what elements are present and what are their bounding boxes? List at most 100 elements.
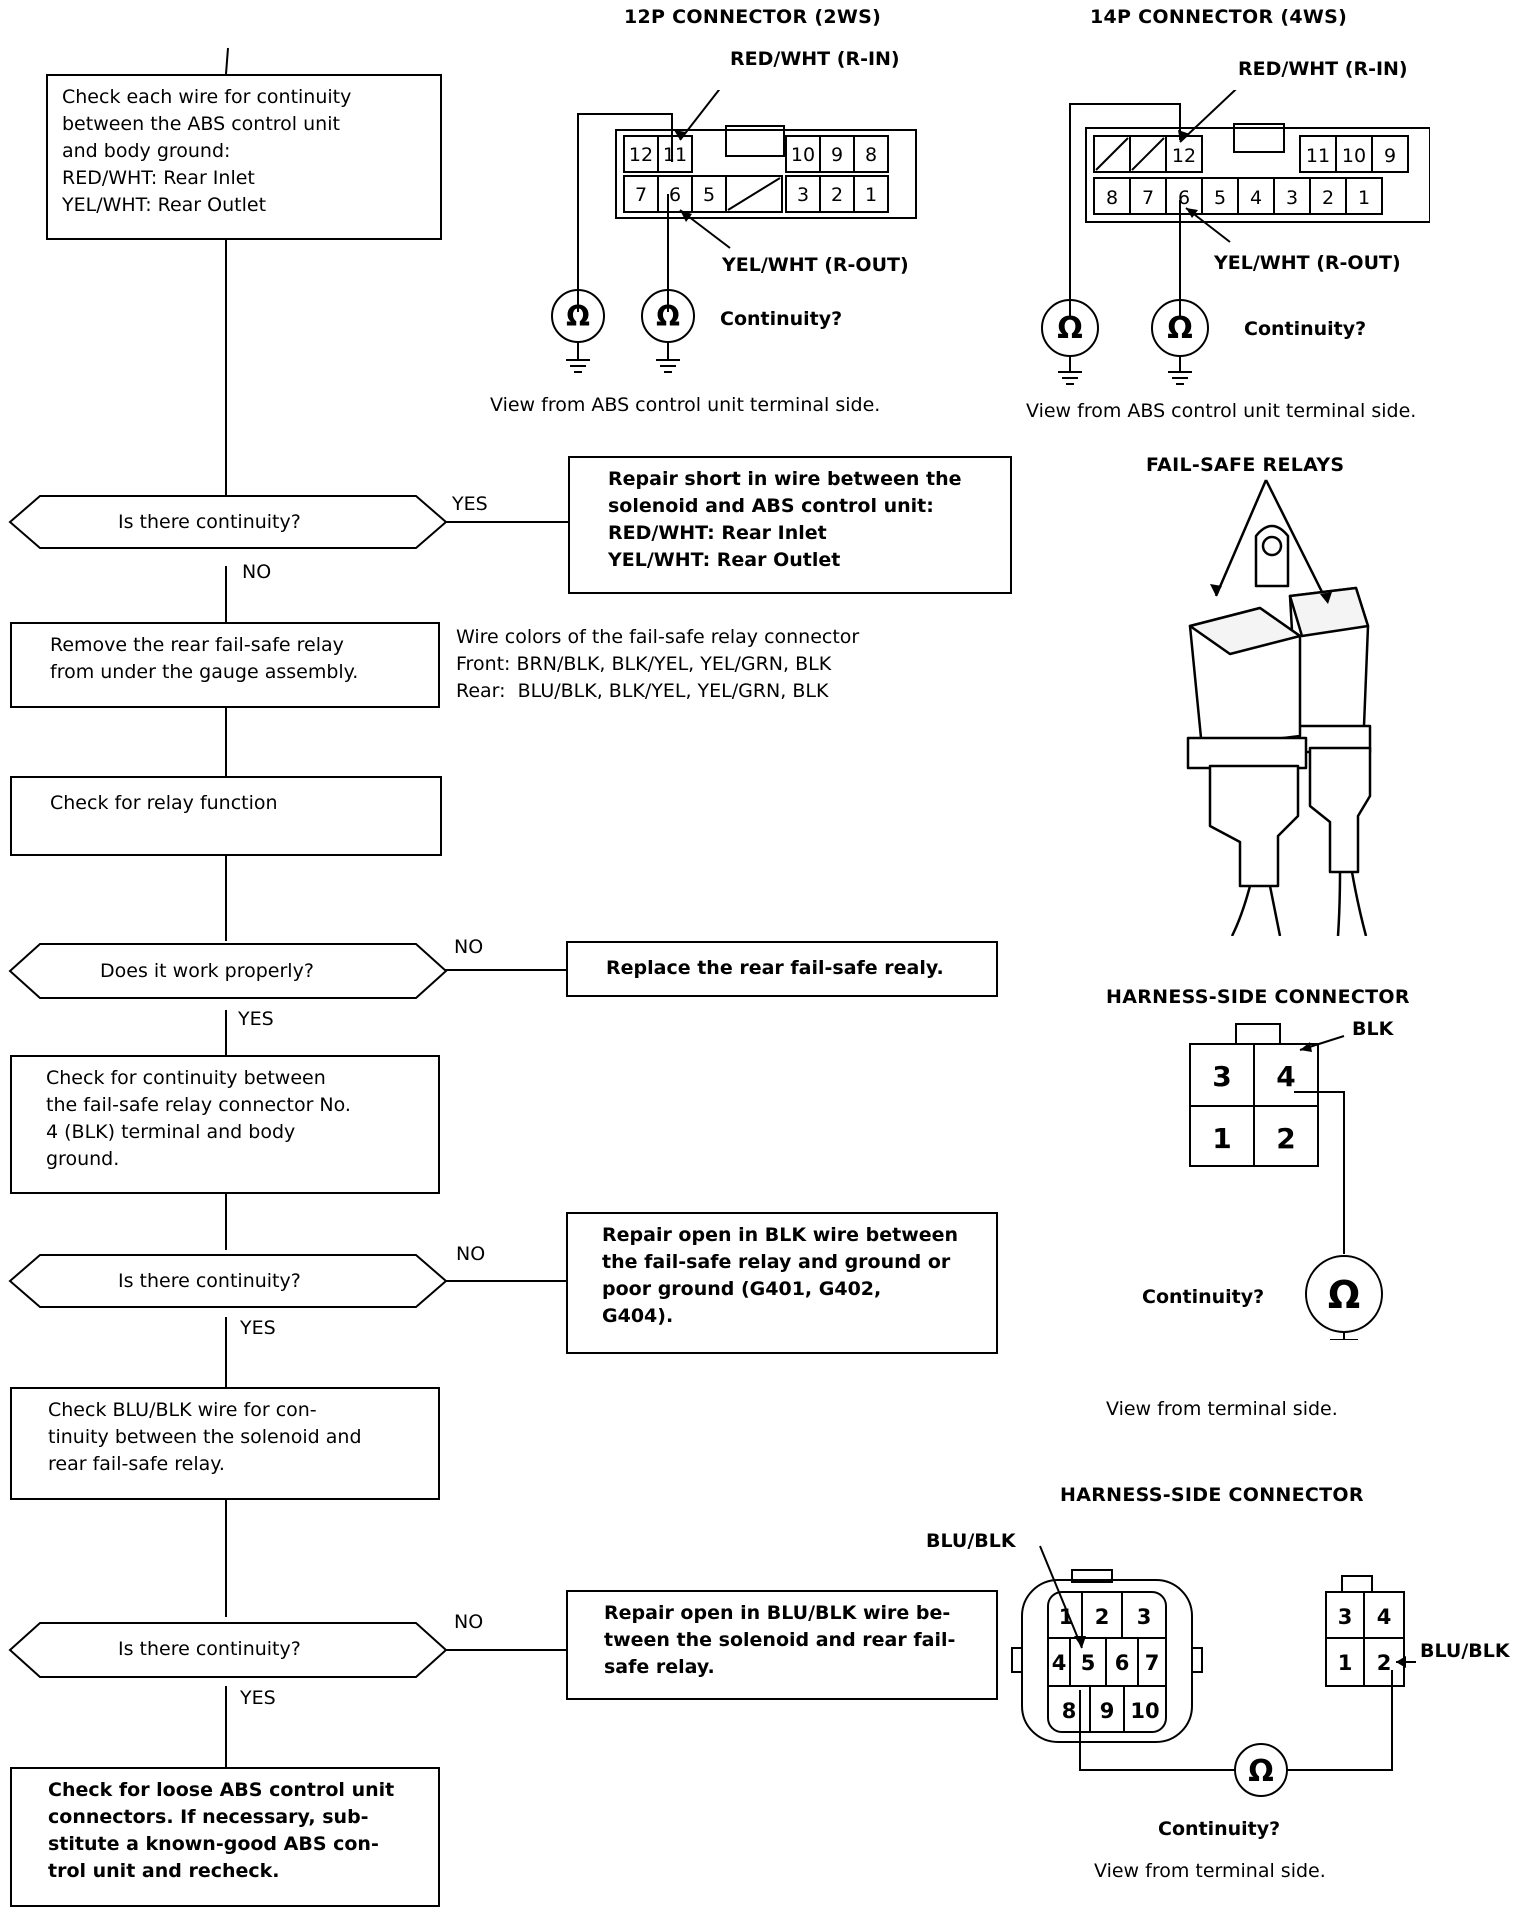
connector-housing (615, 129, 917, 219)
connector-14p-view-note: View from ABS control unit terminal side… (1026, 400, 1417, 422)
pin-label: 2 (1095, 1605, 1110, 1629)
pin-label: 5 (1081, 1651, 1096, 1675)
decision-label: Does it work properly? (100, 960, 314, 982)
step-check-blu-blk: Check BLU/BLK wire for con- tinuity betw… (10, 1387, 440, 1500)
connector-14p-bottom-label: YEL/WHT (R-OUT) (1214, 252, 1401, 274)
connector-latch (1341, 1575, 1373, 1593)
pin-label: 1 (865, 184, 877, 206)
pin-label: 4 (1377, 1605, 1392, 1629)
pin-label: 6 (669, 184, 681, 206)
pin-label: 1 (1338, 1651, 1353, 1675)
decision-label: Is there continuity? (118, 511, 301, 533)
wire-colors-note: Wire colors of the fail-safe relay conne… (456, 626, 860, 702)
repair-text: Repair open in BLK wire between the fail… (602, 1224, 959, 1327)
decision-label: Is there continuity? (118, 1638, 301, 1660)
pin-label: 12 (1172, 145, 1196, 167)
connector-14p-title: 14P CONNECTOR (4WS) (1090, 6, 1348, 28)
ohm-symbol: Ω (1057, 311, 1083, 346)
no-label: NO (454, 936, 484, 958)
step-text: Check for continuity between the fail-sa… (46, 1067, 351, 1170)
pin-label: 3 (1338, 1605, 1353, 1629)
harness1-view-note: View from terminal side. (1106, 1398, 1338, 1420)
ohm-symbol: Ω (1167, 311, 1193, 346)
connector-14p-diagram: 12 11 10 9 8 7 6 5 4 3 2 1 Ω Ω (1041, 90, 1430, 385)
replace-relay-box: Replace the rear fail-safe realy. (566, 941, 998, 997)
harness2-title: HARNESS-SIDE CONNECTOR (1060, 1484, 1364, 1506)
no-label: NO (454, 1611, 484, 1633)
ohm-symbol: Ω (1328, 1273, 1360, 1317)
no-label: NO (456, 1243, 486, 1265)
harness2-diagram: 1 2 3 4 5 6 7 8 9 10 3 4 1 2 Ω (1011, 1545, 1416, 1797)
pin-label: 4 (1250, 187, 1262, 209)
step-check-relay-function: Check for relay function (10, 776, 442, 856)
pin-label: 7 (1142, 187, 1154, 209)
decision-hexagon-3 (8, 1254, 448, 1308)
pin-label: 9 (1100, 1699, 1115, 1723)
ohm-symbol: Ω (566, 300, 590, 333)
no-label: NO (242, 561, 272, 583)
pin-label: 2 (1322, 187, 1334, 209)
step-check-blk-continuity: Check for continuity between the fail-sa… (10, 1055, 440, 1194)
connector-12p-diagram: 12 11 10 9 8 7 6 5 3 2 1 Ω Ω (551, 90, 917, 373)
yes-label: YES (452, 493, 488, 515)
step-check-wire-continuity: Check each wire for continuity between t… (46, 74, 442, 240)
pin-label: 1 (1212, 1122, 1231, 1155)
repair-text: Repair short in wire between the solenoi… (608, 468, 962, 571)
ohm-symbol: Ω (1248, 1754, 1274, 1789)
pin-label: 10 (791, 144, 815, 166)
pin-label: 4 (1052, 1651, 1067, 1675)
pin-label: 2 (831, 184, 843, 206)
pin-label: 9 (831, 144, 843, 166)
pin-label: 6 (1115, 1651, 1130, 1675)
pin-label: 3 (797, 184, 809, 206)
ohm-symbol: Ω (656, 300, 680, 333)
pin-label: 3 (1212, 1060, 1231, 1093)
pin-label: 8 (1062, 1699, 1077, 1723)
harness2-left-label: BLU/BLK (926, 1530, 1016, 1552)
fail-safe-relays-title: FAIL-SAFE RELAYS (1146, 454, 1345, 476)
step-remove-relay: Remove the rear fail-safe relay from und… (10, 622, 440, 708)
pin-label: 2 (1276, 1122, 1295, 1155)
pin-label: 8 (1106, 187, 1118, 209)
pin-label: 11 (1306, 145, 1330, 167)
yes-label: YES (238, 1008, 274, 1030)
connector-12p-top-label: RED/WHT (R-IN) (730, 48, 900, 70)
pin-label: 7 (635, 184, 647, 206)
repair-text: Repair open in BLU/BLK wire be- tween th… (604, 1602, 956, 1678)
connector-14p-top-label: RED/WHT (R-IN) (1238, 58, 1408, 80)
yes-label: YES (240, 1317, 276, 1339)
harness1-title: HARNESS-SIDE CONNECTOR (1106, 986, 1410, 1008)
step-text: Check BLU/BLK wire for con- tinuity betw… (48, 1399, 362, 1475)
pin-label: 10 (1130, 1699, 1159, 1723)
connector-12p-question: Continuity? (720, 308, 843, 330)
decision-label: Is there continuity? (118, 1270, 301, 1292)
connector-housing (1085, 127, 1430, 223)
pin-label: 11 (663, 144, 687, 166)
step-text: Check for loose ABS control unit connect… (48, 1779, 395, 1882)
step-text: Remove the rear fail-safe relay from und… (50, 634, 359, 683)
harness2-question: Continuity? (1158, 1818, 1281, 1840)
repair-open-blu-blk-box: Repair open in BLU/BLK wire be- tween th… (566, 1590, 998, 1700)
harness1-wire-label: BLK (1352, 1018, 1394, 1040)
harness2-right-label: BLU/BLK (1420, 1640, 1510, 1662)
decision-hexagon-2 (8, 943, 448, 999)
connector-12p-title: 12P CONNECTOR (2WS) (624, 6, 882, 28)
connector-14p-question: Continuity? (1244, 318, 1367, 340)
pin-label: 7 (1145, 1651, 1160, 1675)
fail-safe-relays-illustration (1186, 479, 1372, 936)
connector-latch (1235, 1023, 1281, 1045)
harness1-diagram: 3 4 1 2 Ω (1189, 1023, 1383, 1340)
harness1-question: Continuity? (1142, 1286, 1265, 1308)
pin-label: 9 (1384, 145, 1396, 167)
repair-open-blk-box: Repair open in BLK wire between the fail… (566, 1212, 998, 1354)
ohmmeter-circle (1234, 1743, 1288, 1797)
step-text: Check for relay function (50, 792, 278, 814)
pin-label: 1 (1059, 1605, 1074, 1629)
harness2-view-note: View from terminal side. (1094, 1860, 1326, 1882)
pin-label: 5 (1214, 187, 1226, 209)
pin-label: 2 (1377, 1651, 1392, 1675)
step-check-loose-connectors: Check for loose ABS control unit connect… (10, 1767, 440, 1907)
connector-12p-bottom-label: YEL/WHT (R-OUT) (722, 254, 909, 276)
connector-12p-view-note: View from ABS control unit terminal side… (490, 394, 881, 416)
